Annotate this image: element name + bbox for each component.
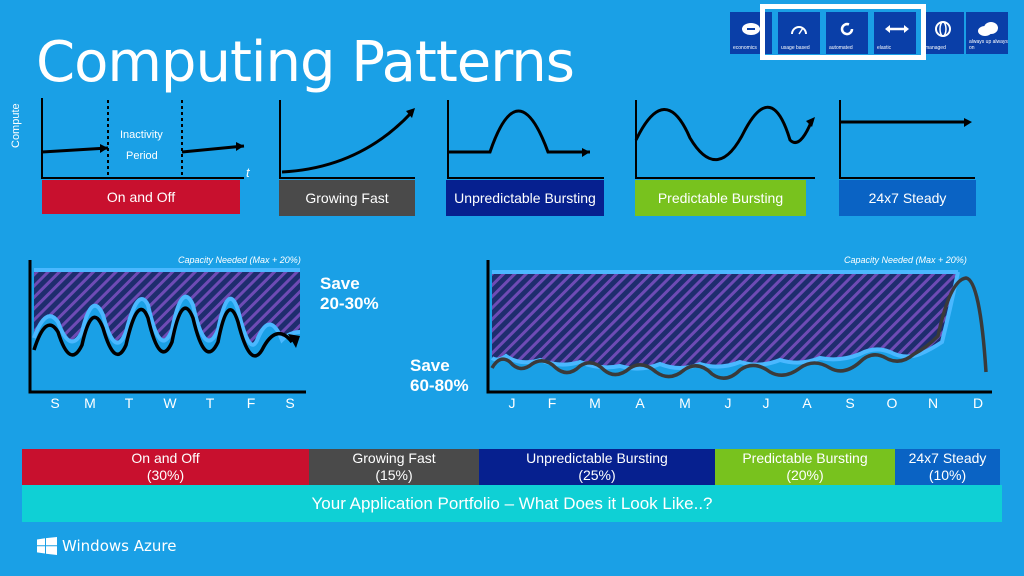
tile-label: always up always on <box>969 39 1008 51</box>
left-day-axis: S M T W T F S <box>0 395 320 413</box>
month-tick: N <box>927 395 939 411</box>
month-tick: D <box>972 395 984 411</box>
left-capacity-label: Capacity Needed (Max + 20%) <box>178 255 301 265</box>
windows-logo-icon <box>37 537 57 555</box>
day-tick: M <box>84 395 96 411</box>
pattern-growing-fast: Growing Fast <box>279 180 415 216</box>
weekly-usage-chart <box>28 260 306 394</box>
tile-managed[interactable]: managed <box>922 12 964 54</box>
tile-label: elastic <box>877 45 892 51</box>
day-tick: T <box>124 395 134 411</box>
pattern-on-and-off: On and Off <box>42 180 240 214</box>
month-tick: J <box>508 395 516 411</box>
cloud-icon <box>978 22 998 36</box>
month-tick: O <box>886 395 898 411</box>
tile-label: automated <box>829 45 853 51</box>
tile-economics[interactable]: economics <box>730 12 772 54</box>
compute-axis-label: Compute <box>10 103 22 148</box>
day-tick: F <box>246 395 256 411</box>
period-label: Period <box>126 150 158 162</box>
pattern-mini-charts <box>41 98 975 179</box>
portfolio-on-and-off: On and Off(30%) <box>22 449 309 485</box>
day-tick: T <box>205 395 215 411</box>
yearly-usage-chart <box>486 260 992 394</box>
inactivity-label: Inactivity <box>120 129 163 141</box>
month-tick: S <box>845 395 855 411</box>
day-tick: W <box>163 395 177 411</box>
windows-azure-logo: Windows Azure <box>37 537 176 555</box>
time-axis-label: t <box>246 165 250 180</box>
right-month-axis: J F M A M J J A S O N D <box>480 395 1000 413</box>
gauge-icon <box>791 26 807 35</box>
tile-label: economics <box>733 45 757 51</box>
tile-label: managed <box>925 45 946 51</box>
portfolio-question: Your Application Portfolio – What Does i… <box>22 485 1002 522</box>
month-tick: M <box>679 395 691 411</box>
portfolio-predictable-bursting: Predictable Bursting(20%) <box>715 449 895 485</box>
tile-label: usage based <box>781 45 810 51</box>
tile-elastic[interactable]: elastic <box>874 12 916 54</box>
right-save-label: Save 60-80% <box>410 356 469 395</box>
tile-usage-based[interactable]: usage based <box>778 12 820 54</box>
refresh-icon <box>840 22 854 36</box>
pattern-unpredictable-bursting: Unpredictable Bursting <box>446 180 604 216</box>
pattern-24x7-steady: 24x7 Steady <box>839 180 976 216</box>
month-tick: J <box>762 395 770 411</box>
pattern-predictable-bursting: Predictable Bursting <box>635 180 806 216</box>
day-tick: S <box>285 395 295 411</box>
day-tick: S <box>50 395 60 411</box>
portfolio-unpredictable-bursting: Unpredictable Bursting(25%) <box>479 449 715 485</box>
month-tick: A <box>802 395 812 411</box>
cloud-money-icon <box>742 23 760 35</box>
month-tick: M <box>589 395 601 411</box>
month-tick: A <box>635 395 645 411</box>
double-arrow-icon <box>885 25 909 33</box>
globe-icon <box>935 21 951 37</box>
month-tick: J <box>724 395 732 411</box>
brand-name: Windows Azure <box>62 537 177 555</box>
portfolio-24x7-steady: 24x7 Steady(10%) <box>895 449 1000 485</box>
page-title: Computing Patterns <box>36 30 575 95</box>
portfolio-growing-fast: Growing Fast(15%) <box>309 449 479 485</box>
tile-automated[interactable]: automated <box>826 12 868 54</box>
left-save-label: Save 20-30% <box>320 274 379 313</box>
right-capacity-label: Capacity Needed (Max + 20%) <box>844 255 967 265</box>
tile-highlight-frame <box>760 4 926 60</box>
month-tick: F <box>547 395 557 411</box>
tile-always-up[interactable]: always up always on <box>966 12 1008 54</box>
